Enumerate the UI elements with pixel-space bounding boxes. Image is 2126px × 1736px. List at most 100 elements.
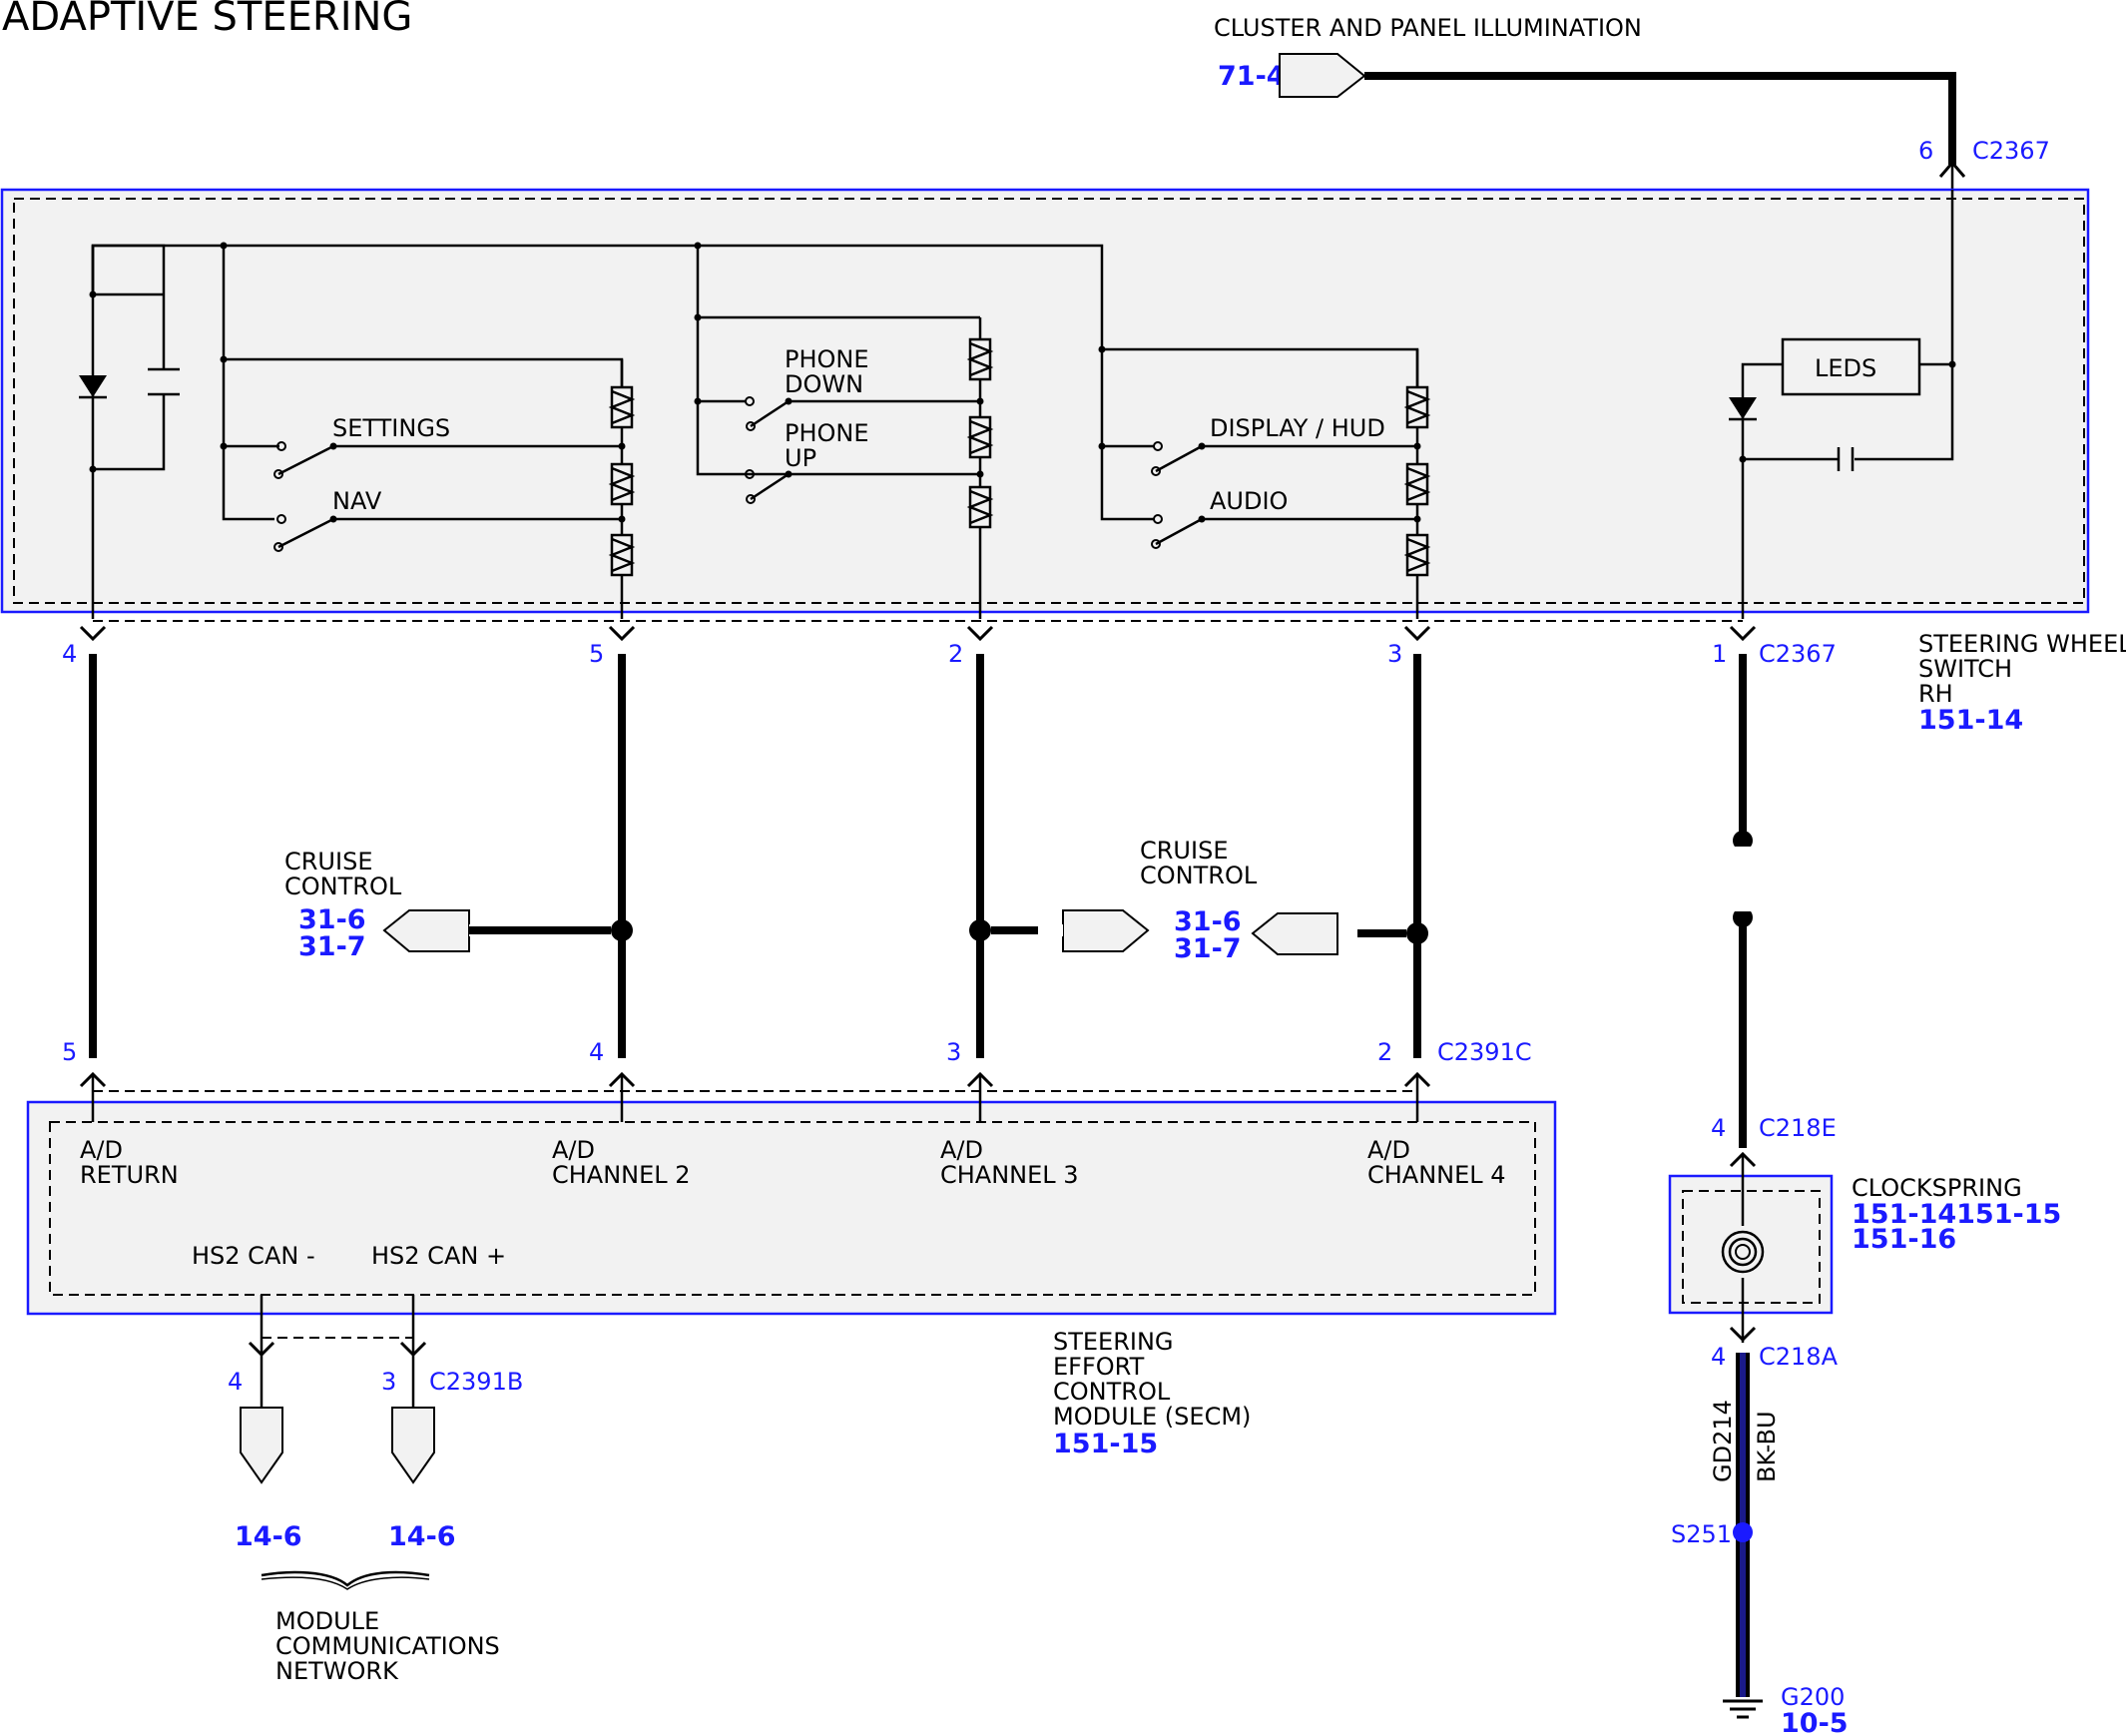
can-minus-connector [240,1407,283,1484]
steering-wheel-switch-rh [0,188,2090,614]
leds-label: LEDS [1815,354,1876,382]
secm-name-2: EFFORT [1053,1353,1145,1381]
c218e-label: C218E [1759,1114,1837,1142]
secm-ad-return-1: A/D [80,1136,123,1164]
wire-color-label: BK-BU [1753,1411,1781,1482]
secm-module [26,1100,1557,1316]
secm-ref[interactable]: 151-15 [1053,1429,1158,1459]
secm-name-3: CONTROL [1053,1378,1171,1406]
c2367-pin3-terminal [1403,625,1431,642]
cruise-left-ref-b[interactable]: 31-7 [298,931,366,962]
leds-block [1781,337,1921,396]
secm-ad-ch3-2: CHANNEL 3 [940,1161,1079,1189]
cruise-right-ref-a[interactable]: 31-6 [1174,906,1242,937]
secm-name-4: MODULE (SECM) [1053,1403,1251,1431]
illumination-ref[interactable]: 71-4 [1218,61,1286,92]
c2367-pin5-terminal [608,625,636,642]
c2391b-label: C2391B [429,1368,523,1396]
display-hud-label: DISPLAY / HUD [1210,414,1385,442]
can-pin-3: 3 [381,1368,396,1396]
swrh-pin-3: 3 [1387,640,1402,668]
splice-dot [611,919,633,941]
audio-label: AUDIO [1210,487,1288,515]
can-pin-4: 4 [228,1368,243,1396]
c2391c-label: C2391C [1437,1038,1532,1066]
c2367-pin2-terminal [966,625,994,642]
illumination-connector [1279,53,1366,98]
cruise-left-ref-a[interactable]: 31-6 [298,904,366,935]
splice-s251 [1733,1522,1753,1542]
cruise-connector-middle [1062,909,1150,952]
cruise-left-label-1: CRUISE [284,848,372,875]
cruise-right-label-1: CRUISE [1140,837,1228,865]
secm-ad-return-2: RETURN [80,1161,179,1189]
illumination-label: CLUSTER AND PANEL ILLUMINATION [1214,14,1642,42]
swrh-ref[interactable]: 151-14 [1918,705,2023,736]
splice-dot [969,919,991,941]
clockspring-coil-icon [1721,1230,1765,1274]
network-brace [261,1570,430,1587]
secm-ad-ch4-1: A/D [1367,1136,1410,1164]
hs2-can-minus-label: HS2 CAN - [192,1242,315,1270]
splice-s251-label: S251 [1671,1520,1732,1548]
can-plus-ref[interactable]: 14-6 [388,1521,456,1552]
c2391b-pin4-terminal [248,1341,275,1358]
led-diode-icon [1729,397,1757,419]
phone-up-label-2: UP [785,444,816,472]
network-label-1: MODULE [275,1607,379,1635]
swrh-pin-4: 4 [62,640,77,668]
network-label-3: NETWORK [275,1657,399,1685]
illumination-wire [1364,72,1956,165]
secm-ad-ch2-1: A/D [552,1136,595,1164]
splice-dot [1406,922,1428,944]
swrh-pin-5: 5 [589,640,604,668]
can-plus-connector [391,1407,435,1484]
diode-icon [79,375,107,397]
phone-down-label-1: PHONE [785,345,869,373]
c218e-pin: 4 [1711,1114,1726,1142]
swrh-name-2: SWITCH [1918,655,2012,683]
secm-ad-ch2-2: CHANNEL 2 [552,1161,691,1189]
c218a-terminal [1729,1326,1757,1343]
can-minus-ref[interactable]: 14-6 [235,1521,302,1552]
clockspring-refs-2[interactable]: 151-16 [1852,1224,1956,1255]
phone-down-label-2: DOWN [785,370,863,398]
clockspring-label: CLOCKSPRING [1852,1174,2022,1202]
clockspring-module [1668,1174,1834,1315]
swrh-name-3: RH [1918,680,1953,708]
c2367-pin1-terminal [1729,625,1757,642]
network-label-2: COMMUNICATIONS [275,1632,500,1660]
secm-pin-4: 4 [589,1038,604,1066]
cruise-connector-right [1251,912,1338,955]
settings-label: SETTINGS [332,414,450,442]
secm-ad-ch3-1: A/D [940,1136,983,1164]
wire-circuit-label: GD214 [1709,1400,1737,1482]
swrh-name-1: STEERING WHEEL [1918,630,2126,658]
hs2-can-plus-label: HS2 CAN + [371,1242,506,1270]
page-title: ADAPTIVE STEERING [2,0,412,40]
cruise-right-label-2: CONTROL [1140,862,1258,889]
secm-ad-ch4-2: CHANNEL 4 [1367,1161,1506,1189]
nav-label: NAV [332,487,382,515]
c2391b-pin3-terminal [399,1341,427,1358]
clockspring-refs-1[interactable]: 151-14151-15 [1852,1199,2061,1230]
c2367-pin6: 6 [1918,137,1933,165]
secm-pin-2: 2 [1377,1038,1392,1066]
ground-g200-label: G200 [1781,1683,1845,1711]
phone-up-label-1: PHONE [785,419,869,447]
cruise-left-label-2: CONTROL [284,872,402,900]
ground-ref[interactable]: 10-5 [1781,1708,1849,1736]
swrh-pin-2: 2 [948,640,963,668]
c2367-bottom-label: C2367 [1759,640,1837,668]
c2367-pin4-terminal [79,625,107,642]
c218a-label: C218A [1759,1343,1839,1371]
c2367-top-label: C2367 [1972,137,2050,165]
secm-pin-5: 5 [62,1038,77,1066]
c218a-pin: 4 [1711,1343,1726,1371]
cruise-connector-left [382,909,470,952]
secm-pin-3: 3 [946,1038,961,1066]
cruise-right-ref-b[interactable]: 31-7 [1174,933,1242,964]
swrh-pin-1: 1 [1712,640,1727,668]
secm-name-1: STEERING [1053,1328,1174,1356]
